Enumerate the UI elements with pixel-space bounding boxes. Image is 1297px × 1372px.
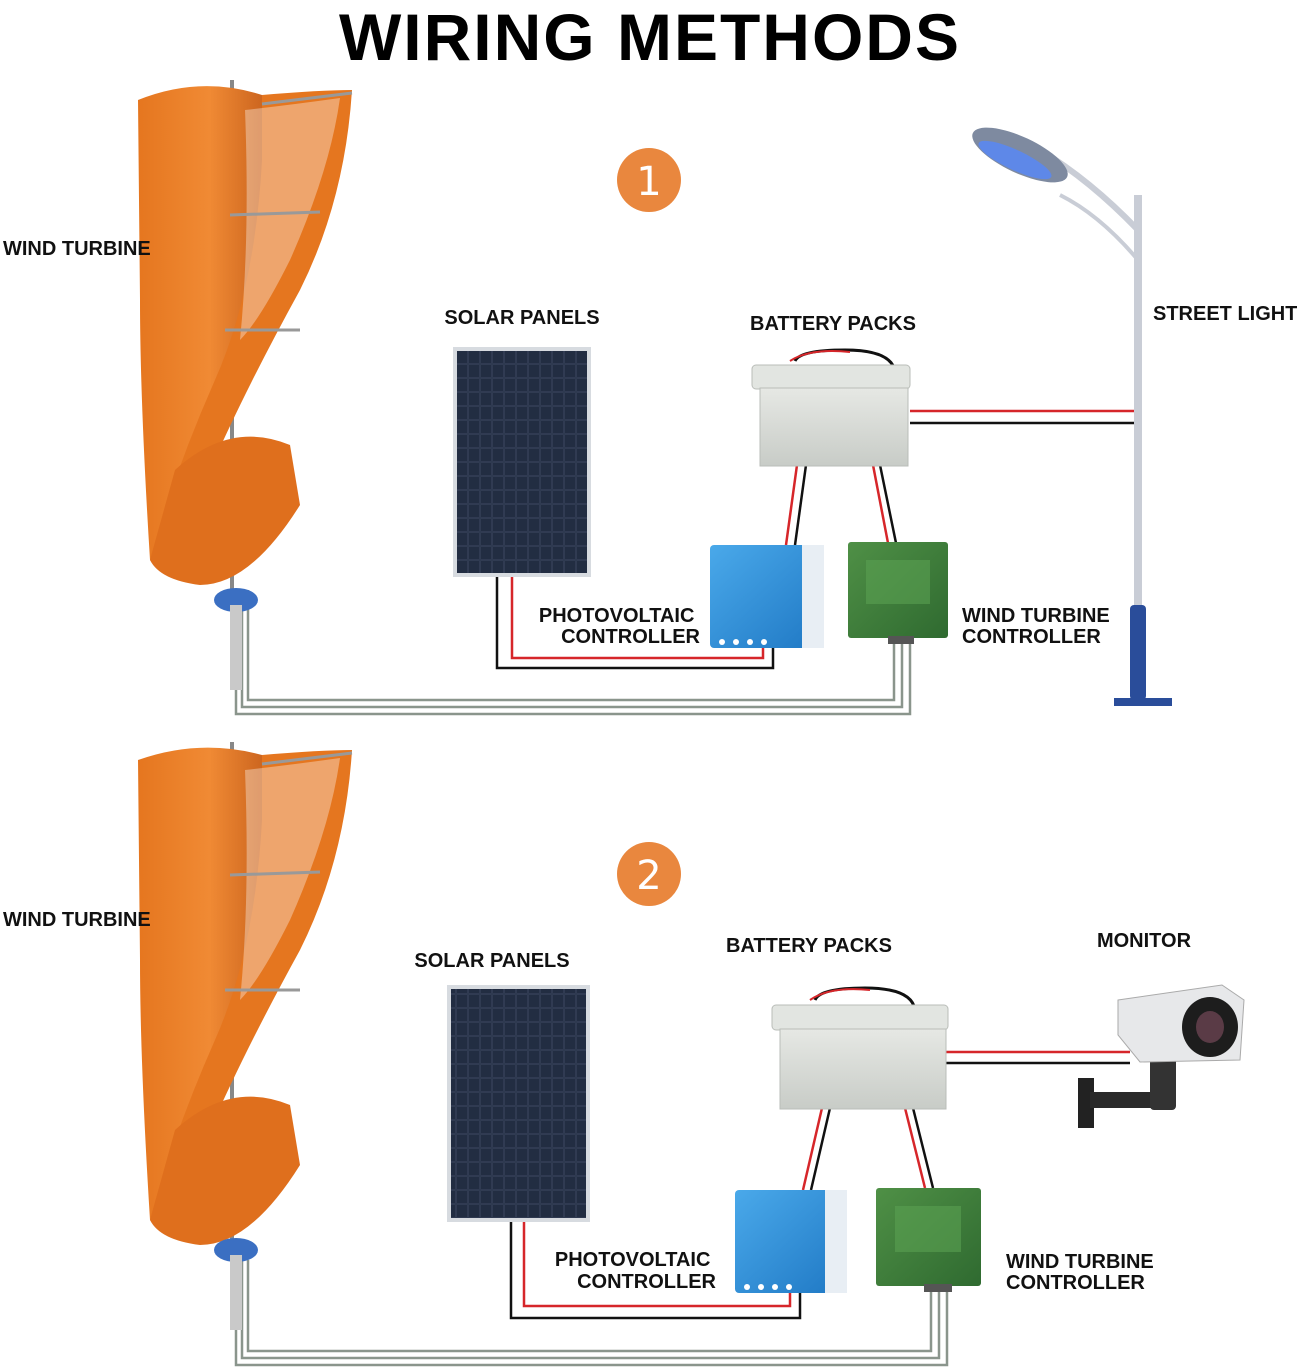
wires-1: [234, 409, 1138, 716]
wire-turbine-to-controller: [246, 590, 896, 702]
diagram-1: WIND TURBINE 1 SOLAR PANELS BATTERY PACK…: [3, 80, 1297, 716]
wire-battery-to-pv-red: [784, 464, 799, 546]
wire-turbine-to-controller: [246, 1260, 933, 1353]
wind-turbine-icon: [138, 742, 353, 1330]
pv-controller-label: PHOTOVOLTAIC CONTROLLER: [539, 605, 701, 648]
street-light-icon: [972, 127, 1172, 706]
battery-icon: [771, 986, 949, 1110]
wire-solar-to-pv-red: [522, 1222, 792, 1308]
wire-battery-to-pv-black: [809, 1107, 832, 1191]
step-badge: [617, 842, 681, 906]
battery-icon: [751, 348, 911, 467]
wind-controller-label: WIND TURBINE CONTROLLER: [962, 605, 1115, 648]
wire-battery-to-pv-red: [801, 1107, 824, 1191]
load-label: STREET LIGHTS: [1153, 303, 1297, 325]
wind-controller-label: WIND TURBINE CONTROLLER: [1006, 1251, 1159, 1294]
battery-packs-label: BATTERY PACKS: [750, 313, 916, 335]
pv-controller-icon: [735, 1190, 847, 1293]
load-label: MONITOR: [1097, 930, 1192, 952]
wire-solar-to-pv-black: [509, 1222, 802, 1320]
solar-panels-label: SOLAR PANELS: [444, 307, 599, 329]
step-badge-number: 1: [636, 159, 661, 205]
wire-battery-to-wt-black: [878, 464, 898, 544]
wind-turbine-label: WIND TURBINE: [3, 909, 151, 931]
wind-controller-icon: [848, 542, 948, 644]
wind-turbine-icon: [138, 80, 353, 690]
page-title: WIRING METHODS: [339, 0, 961, 74]
wire-battery-to-wt-red: [903, 1107, 927, 1189]
battery-packs-label: BATTERY PACKS: [726, 935, 892, 957]
wires-2: [234, 1050, 1130, 1367]
solar-panels-label: SOLAR PANELS: [414, 950, 569, 972]
wire-battery-to-wt-red: [871, 464, 890, 544]
solar-panel-icon: [447, 985, 590, 1222]
solar-panel-icon: [453, 347, 591, 577]
step-badge: [617, 148, 681, 212]
pv-controller-icon: [710, 545, 824, 648]
wire-solar-to-pv-black: [495, 575, 775, 670]
pv-controller-label: PHOTOVOLTAIC CONTROLLER: [555, 1249, 717, 1293]
diagram-2: WIND TURBINE 2 SOLAR PANELS BATTERY PACK…: [3, 742, 1245, 1367]
wire-battery-to-wt-black: [911, 1107, 935, 1189]
security-camera-icon: [1078, 984, 1245, 1128]
wind-turbine-label: WIND TURBINE: [3, 238, 151, 260]
wind-controller-icon: [876, 1188, 981, 1292]
wire-battery-to-pv-black: [793, 464, 808, 546]
wire-solar-to-pv-red: [510, 575, 765, 660]
step-badge-number: 2: [636, 853, 661, 899]
